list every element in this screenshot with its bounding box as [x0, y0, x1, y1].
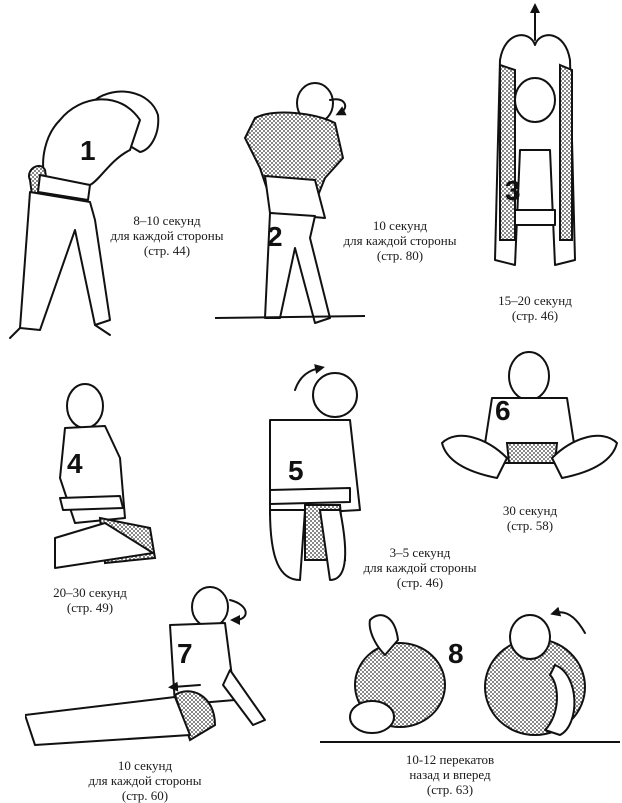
exercise-5-caption: 3–5 секунд для каждой стороны (стр. 46): [345, 545, 495, 590]
caption-line: (стр. 49): [66, 600, 114, 615]
caption-line: для каждой стороны: [88, 773, 202, 788]
caption-line: 10-12 перекатов: [405, 752, 495, 767]
exercise-1-caption: 8–10 секунд для каждой стороны (стр. 44): [92, 213, 242, 258]
caption-line: 30 секунд: [502, 503, 558, 518]
exercise-number: 2: [267, 221, 283, 252]
caption-line: (стр. 44): [143, 243, 191, 258]
exercise-8-caption: 10-12 перекатов назад и вперед (стр. 63): [380, 752, 520, 797]
caption-line: 20–30 секунд: [53, 585, 127, 600]
caption-line: 10 секунд: [117, 758, 173, 773]
exercise-number: 4: [67, 448, 83, 479]
exercise-4-caption: 20–30 секунд (стр. 49): [25, 585, 155, 615]
exercise-3-caption: 15–20 секунд (стр. 46): [465, 293, 605, 323]
exercise-3-figure: 3: [480, 0, 590, 290]
exercise-number: 6: [495, 395, 511, 426]
exercise-number: 1: [80, 135, 96, 166]
exercise-number: 7: [177, 638, 193, 669]
caption-line: для каждой стороны: [363, 560, 477, 575]
caption-line: (стр. 46): [396, 575, 444, 590]
caption-line: для каждой стороны: [110, 228, 224, 243]
caption-line: (стр. 80): [376, 248, 424, 263]
caption-line: 8–10 секунд: [133, 213, 201, 228]
caption-line: (стр. 63): [426, 782, 474, 797]
exercise-number: 5: [288, 455, 304, 486]
caption-line: для каждой стороны: [343, 233, 457, 248]
exercise-number: 3: [505, 175, 521, 206]
caption-line: (стр. 58): [506, 518, 554, 533]
caption-line: назад и вперед: [409, 767, 491, 782]
exercise-6-figure: 6: [437, 348, 622, 493]
exercise-7-caption: 10 секунд для каждой стороны (стр. 60): [70, 758, 220, 803]
exercise-4-figure: 4: [45, 378, 165, 573]
exercise-7-figure: 7: [25, 585, 275, 755]
caption-line: 10 секунд: [372, 218, 428, 233]
caption-line: 15–20 секунд: [498, 293, 572, 308]
exercise-5-figure: 5: [250, 360, 380, 585]
exercise-2-caption: 10 секунд для каждой стороны (стр. 80): [325, 218, 475, 263]
caption-line: 3–5 секунд: [389, 545, 451, 560]
exercise-6-caption: 30 секунд (стр. 58): [465, 503, 595, 533]
exercise-8-figure: 8: [320, 605, 620, 750]
exercise-2-figure: 2: [215, 78, 365, 350]
caption-line: (стр. 60): [121, 788, 169, 803]
exercise-number: 8: [448, 638, 464, 669]
caption-line: (стр. 46): [511, 308, 559, 323]
exercise-1-figure: 1: [0, 80, 200, 350]
